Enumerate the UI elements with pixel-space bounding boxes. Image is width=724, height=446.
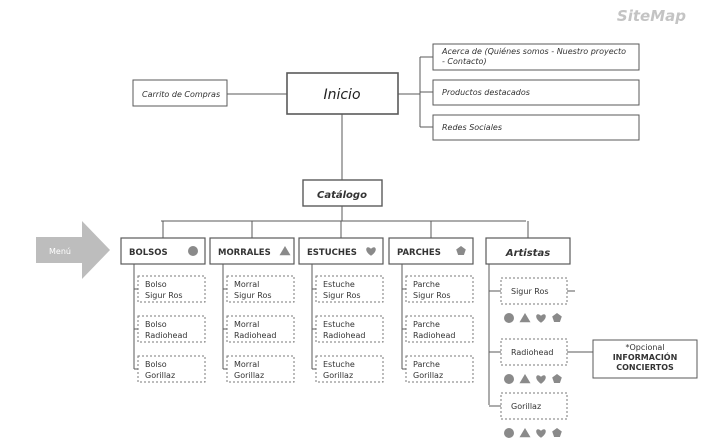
heart-icon [536,429,546,438]
right-node-label: Productos destacados [442,88,530,97]
product-artist: Gorillaz [323,371,353,380]
triangle-icon [519,313,531,323]
product-node [226,275,295,303]
product-node [405,315,474,343]
product-artist: Sigur Ros [234,291,272,300]
product-artist: Gorillaz [413,371,443,380]
sitemap-title: SiteMap [617,7,686,25]
left-node-label: Carrito de Compras [142,90,220,99]
product-artist: Radiohead [234,331,276,340]
right-node [432,43,640,71]
product-node [405,275,474,303]
product-artist: Sigur Ros [413,291,451,300]
artists-label: Artistas [505,248,550,259]
product-name: Parche [413,280,440,289]
artist-label: Radiohead [511,348,553,357]
artist-node [500,392,568,420]
product-artist: Sigur Ros [145,291,183,300]
product-name: Morral [234,280,259,289]
artist-label: Gorillaz [511,402,541,411]
left-node [132,79,228,107]
pentagon-icon [552,428,562,437]
right-node [432,114,640,141]
product-node [226,355,295,383]
product-node [315,315,384,343]
circle-icon [504,313,514,323]
product-artist: Radiohead [323,331,365,340]
product-name: Morral [234,360,259,369]
triangle-icon [519,428,531,438]
optional-note-label: INFORMACIÓN [613,351,678,362]
product-node [137,355,206,383]
artist-label: Sigur Ros [511,287,549,296]
product-artist: Gorillaz [145,371,175,380]
category-label: BOLSOS [129,248,168,258]
product-artist: Gorillaz [234,371,264,380]
product-node [137,275,206,303]
product-name: Estuche [323,280,355,289]
product-artist: Sigur Ros [323,291,361,300]
menu-arrow-shape [36,221,110,279]
right-node-label: Redes Sociales [442,123,502,132]
right-node-label: - Contacto) [442,57,487,66]
triangle-icon [279,246,291,256]
product-name: Estuche [323,320,355,329]
product-artist: Radiohead [413,331,455,340]
product-node [226,315,295,343]
optional-note-label: *Opcional [625,343,664,352]
artist-node [500,338,568,366]
optional-note-label: CONCIERTOS [616,363,674,372]
catalog-node [302,179,383,207]
product-name: Morral [234,320,259,329]
menu-label: Menú [49,247,71,256]
product-name: Bolso [145,280,167,289]
heart-icon [366,247,376,256]
right-node [432,79,640,106]
product-node [315,355,384,383]
circle-icon [504,428,514,438]
product-node [137,315,206,343]
category-node [209,237,295,265]
optional-note [592,339,698,379]
product-name: Bolso [145,320,167,329]
heart-icon [536,375,546,384]
product-name: Estuche [323,360,355,369]
pentagon-icon [552,313,562,322]
product-node [315,275,384,303]
product-name: Bolso [145,360,167,369]
heart-icon [536,314,546,323]
product-name: Parche [413,320,440,329]
category-label: MORRALES [218,248,271,258]
circle-icon [504,374,514,384]
pentagon-icon [456,246,466,255]
root-node [286,72,399,115]
artist-node [500,277,568,305]
catalog-label: Catálogo [317,189,367,201]
artists-node [485,237,571,265]
product-name: Parche [413,360,440,369]
category-label: PARCHES [397,248,441,258]
pentagon-icon [552,374,562,383]
triangle-icon [519,374,531,384]
right-node-label: Acerca de (Quiénes somos - Nuestro proye… [441,46,626,56]
circle-icon [188,246,198,256]
product-node [405,355,474,383]
product-artist: Radiohead [145,331,187,340]
root-label: Inicio [323,87,360,103]
category-label: ESTUCHES [307,248,357,258]
